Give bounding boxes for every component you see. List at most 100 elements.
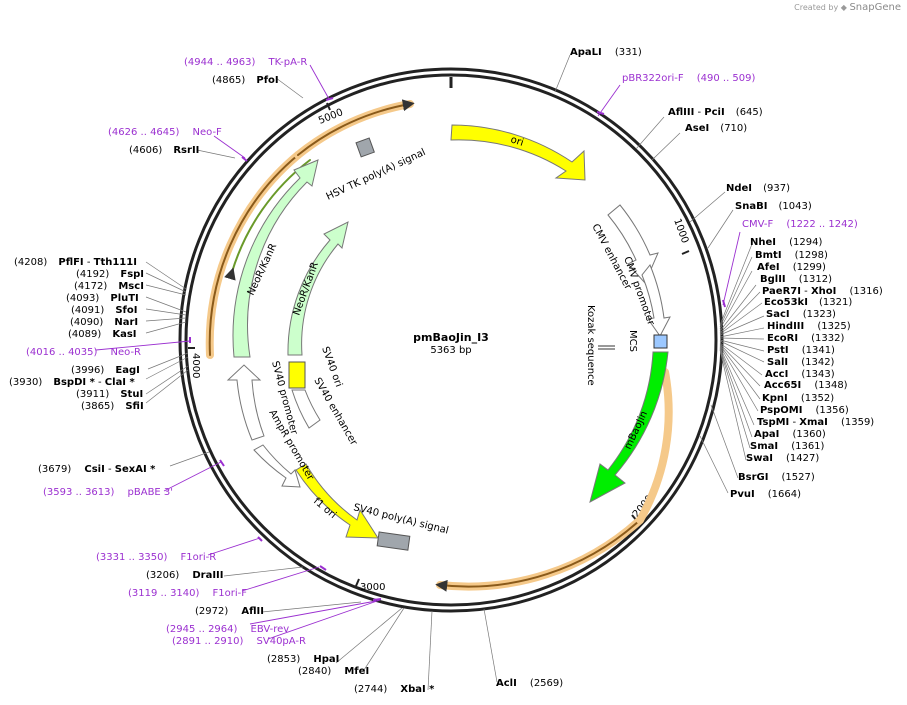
- plasmid-name: pmBaoJin_I3: [413, 331, 489, 344]
- site-swai: SwaI: [746, 453, 773, 464]
- site-acli: AclI: [496, 678, 517, 689]
- svg-text:(2840) MfeI: (2840) MfeI: [298, 659, 369, 678]
- sv40-promoter-feature: [226, 364, 265, 441]
- svg-text:(4093) PluTI: (4093) PluTI: [66, 286, 139, 305]
- svg-text:KpnI (1352): KpnI (1352): [762, 386, 834, 405]
- svg-text:(2853) HpaI: (2853) HpaI: [267, 647, 339, 666]
- svg-text:AccI (1343): AccI (1343): [765, 362, 835, 381]
- site-acci: AccI: [765, 369, 788, 380]
- svg-text:(4090) NarI: (4090) NarI: [70, 310, 138, 329]
- svg-text:(3996) EagI: (3996) EagI: [71, 358, 140, 377]
- site-eco53ki: Eco53kI: [764, 297, 808, 308]
- cmv-enhancer-feature: [607, 204, 659, 284]
- site-msci: MscI: [118, 281, 144, 292]
- svg-text:HindIII (1325): HindIII (1325): [767, 314, 851, 333]
- site-bspdi: BspDI *: [53, 377, 95, 388]
- site-hindiii: HindIII: [767, 321, 804, 332]
- snapgene-credit: Created by ◆ SnapGene: [794, 2, 901, 13]
- svg-text:pBR322ori-F (490 .. 509): pBR322ori-F (490 .. 509): [622, 66, 756, 85]
- site-stui: StuI: [120, 389, 143, 400]
- svg-text:SwaI (1427): SwaI (1427): [746, 446, 819, 465]
- svg-text:PvuI (1664): PvuI (1664): [730, 482, 801, 501]
- hsv-tk-polya-feature: [355, 137, 375, 158]
- svg-text:NheI (1294): NheI (1294): [750, 230, 822, 249]
- primer-marks: [189, 97, 726, 601]
- plasmid-size: 5363 bp: [430, 345, 471, 356]
- primer-labels: pBR322ori-F (490 .. 509) CMV-F (1222 .. …: [26, 50, 858, 648]
- svg-text:SmaI (1361): SmaI (1361): [750, 434, 825, 453]
- site-labels-left: (3679) CsiI - SexAI * (3865) SfiI (3911)…: [9, 75, 279, 475]
- site-sali: SalI: [767, 357, 788, 368]
- site-labels-bottom: AclI (2569) (2744) XbaI * (2840) MfeI (2…: [146, 570, 563, 695]
- snapgene-logo-icon: ◆: [840, 3, 847, 12]
- site-tspmi: TspMI: [757, 417, 789, 428]
- svg-text:AclI (2569): AclI (2569): [496, 671, 563, 690]
- neokanr-outer-feature: [232, 159, 319, 358]
- svg-text:(2945 .. 2964) EBV-rev: (2945 .. 2964) EBV-rev: [166, 617, 289, 636]
- site-saci: SacI: [766, 309, 790, 320]
- svg-text:AfeI (1299): AfeI (1299): [757, 255, 826, 274]
- site-apai: ApaI: [754, 429, 779, 440]
- svg-text:PaeR7I - XhoI (1316): PaeR7I - XhoI (1316): [762, 279, 883, 298]
- svg-text:(3930) BspDI * - ClaI *: (3930) BspDI * - ClaI *: [9, 370, 136, 389]
- primer-f1ori-r: F1ori-R: [181, 552, 217, 563]
- site-eagi: EagI: [115, 365, 139, 376]
- svg-text:SalI (1342): SalI (1342): [767, 350, 835, 369]
- site-bsrgi: BsrGI: [738, 472, 768, 483]
- mcs-feature: [653, 334, 668, 349]
- primer-lines: [95, 64, 741, 640]
- sv40-ori-feature: [288, 361, 306, 389]
- svg-text:SacI (1323): SacI (1323): [766, 302, 836, 321]
- primer-neo-f: Neo-F: [193, 127, 223, 138]
- site-kasi: KasI: [112, 329, 136, 340]
- site-labels-right: ApaLI (331) AflIII - PciI (645) AseI (71…: [570, 47, 883, 501]
- ori-feature: [450, 124, 586, 181]
- leader-lines: [145, 54, 765, 691]
- site-nari: NarI: [114, 317, 138, 328]
- svg-text:(4208) PflFI - Tth111I: (4208) PflFI - Tth111I: [14, 250, 137, 269]
- sv40-enhancer-feature: [291, 389, 321, 429]
- site-bmti: BmtI: [755, 250, 782, 261]
- ampr-promoter-feature: [253, 444, 301, 488]
- svg-text:AseI (710): AseI (710): [685, 116, 747, 135]
- primer-tk-pa-r: TK-pA-R: [268, 57, 308, 68]
- site-csii: CsiI: [84, 464, 104, 475]
- neokanr-inner-feature: [287, 221, 349, 356]
- svg-text:(4606) RsrII: (4606) RsrII: [129, 138, 199, 157]
- site-sfoi: SfoI: [115, 305, 137, 316]
- svg-text:CMV-F (1222 .. 1242): CMV-F (1222 .. 1242): [742, 212, 858, 231]
- sv40-polya-feature: [376, 531, 411, 551]
- site-afei: AfeI: [757, 262, 780, 273]
- site-pfoi: PfoI: [256, 75, 278, 86]
- primer-neo-r: Neo-R: [111, 347, 142, 358]
- kozak-label: Kozak sequence: [585, 305, 596, 386]
- site-smai: SmaI: [750, 441, 778, 452]
- ori-label: ori: [509, 134, 525, 148]
- svg-text:Eco53kI (1321): Eco53kI (1321): [764, 290, 852, 309]
- site-bglii: BglII: [760, 274, 786, 285]
- svg-text:(3865) SfiI: (3865) SfiI: [81, 394, 144, 413]
- svg-text:(3119 .. 3140) F1ori-F: (3119 .. 3140) F1ori-F: [128, 581, 247, 600]
- svg-text:(2891 .. 2910) SV40pA-R: (2891 .. 2910) SV40pA-R: [172, 629, 306, 648]
- svg-text:SnaBI (1043): SnaBI (1043): [735, 194, 812, 213]
- site-rsrii: RsrII: [173, 145, 199, 156]
- site-aflii: AflII: [241, 606, 264, 617]
- svg-text:EcoRI (1332): EcoRI (1332): [767, 326, 845, 345]
- f1-ori-feature: [295, 463, 379, 539]
- svg-text:(4944 .. 4963) TK-pA-R: (4944 .. 4963) TK-pA-R: [184, 50, 307, 69]
- svg-text:(3911) StuI: (3911) StuI: [76, 382, 143, 401]
- site-ecori: EcoRI: [767, 333, 798, 344]
- site-acc65i: Acc65I: [764, 380, 801, 391]
- site-paer7i: PaeR7I: [762, 286, 801, 297]
- svg-text:(3593 .. 3613) pBABE 3': (3593 .. 3613) pBABE 3': [43, 480, 173, 499]
- primer-pbr322ori-f: pBR322ori-F: [622, 73, 684, 84]
- svg-text:PspOMI (1356): PspOMI (1356): [760, 398, 849, 417]
- svg-text:(4626 .. 4645) Neo-F: (4626 .. 4645) Neo-F: [108, 120, 222, 139]
- primer-pbabe3: pBABE 3': [128, 487, 174, 498]
- site-ndei: NdeI: [726, 183, 752, 194]
- hsv-tk-polya-label: HSV TK poly(A) signal: [325, 147, 428, 203]
- svg-text:(2972) AflII: (2972) AflII: [195, 599, 264, 618]
- credit-prefix: Created by: [794, 3, 839, 12]
- svg-text:TspMI - XmaI (1359): TspMI - XmaI (1359): [757, 410, 874, 429]
